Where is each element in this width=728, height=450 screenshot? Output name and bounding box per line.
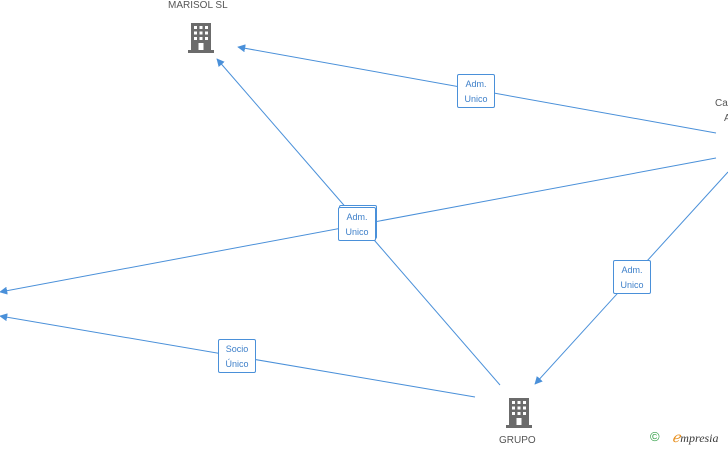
edge-label-line: Unico: [345, 227, 369, 237]
edge-label-line: Adm.: [465, 79, 487, 89]
edge-label-line: Único: [225, 359, 249, 369]
edge-label-line: Unico: [464, 94, 488, 104]
edge-label-adm-unico: Adm. Unico: [457, 74, 495, 108]
brand-initial: ℯ: [672, 431, 681, 446]
node-label-grupo[interactable]: GRUPO: [499, 435, 536, 446]
edge-label-line: Unico: [620, 280, 644, 290]
node-label-marisol[interactable]: MARISOL SL: [168, 0, 228, 11]
edge-label-adm-unico: Adm. Unico: [613, 260, 651, 294]
brand-name: mpresia: [680, 431, 719, 445]
building-icon[interactable]: [506, 395, 532, 428]
edge-label-line: Adm.: [621, 265, 643, 275]
brand-logo: ℯmpresia: [672, 430, 719, 447]
edge-label-adm-unico: Adm. Unico: [338, 207, 376, 241]
edge-label-line: Adm.: [346, 212, 368, 222]
copyright-symbol: ©: [650, 429, 660, 444]
node-label-person-line1[interactable]: Ca: [715, 98, 728, 109]
edge-label-line: Socio: [225, 344, 249, 354]
node-label-person-line2[interactable]: A: [724, 113, 728, 124]
building-icon[interactable]: [188, 20, 214, 53]
edge-label-socio-unico: Socio Único: [218, 339, 256, 373]
